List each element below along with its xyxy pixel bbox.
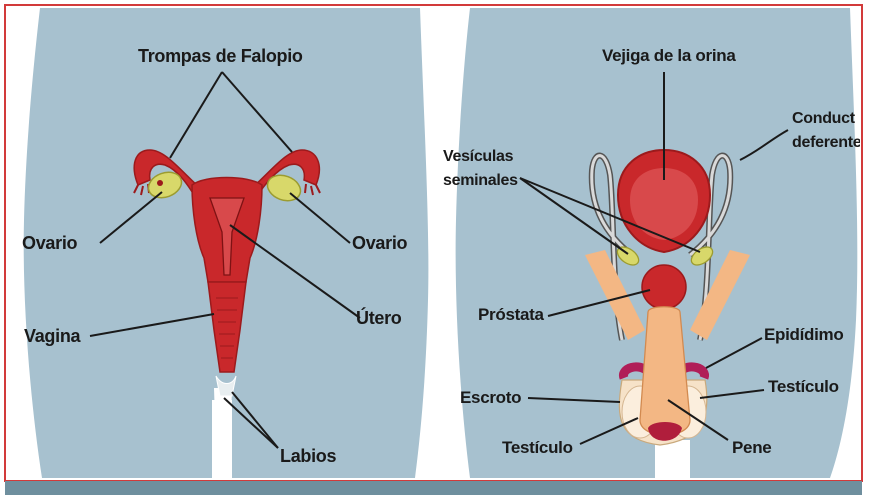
label-fallopian-tubes: Trompas de Falopio [138, 46, 303, 67]
label-ovary-right: Ovario [352, 233, 407, 254]
label-testicle-left: Testículo [502, 438, 573, 458]
prostate-shape [642, 265, 686, 309]
label-scrotum: Escroto [460, 388, 521, 408]
label-ovary-left: Ovario [22, 233, 77, 254]
panel-divider [433, 8, 439, 480]
label-vas-deferens-2: deferente [792, 134, 860, 152]
label-uterus: Útero [356, 308, 402, 329]
ovary-left-follicle [157, 180, 163, 186]
label-seminal-vesicles-1: Vesículas [443, 148, 513, 166]
label-prostate: Próstata [478, 305, 544, 325]
label-seminal-vesicles-2: seminales [443, 172, 518, 190]
female-leg-gap [214, 388, 232, 478]
label-epididymis: Epidídimo [764, 325, 843, 345]
label-vas-deferens-1: Conduct [792, 110, 855, 128]
label-labia: Labios [280, 446, 336, 467]
label-testicle-right: Testículo [768, 377, 839, 397]
bottom-bar [5, 481, 862, 495]
label-vagina: Vagina [24, 326, 80, 347]
label-penis: Pene [732, 438, 771, 458]
label-bladder: Vejiga de la orina [602, 46, 736, 66]
